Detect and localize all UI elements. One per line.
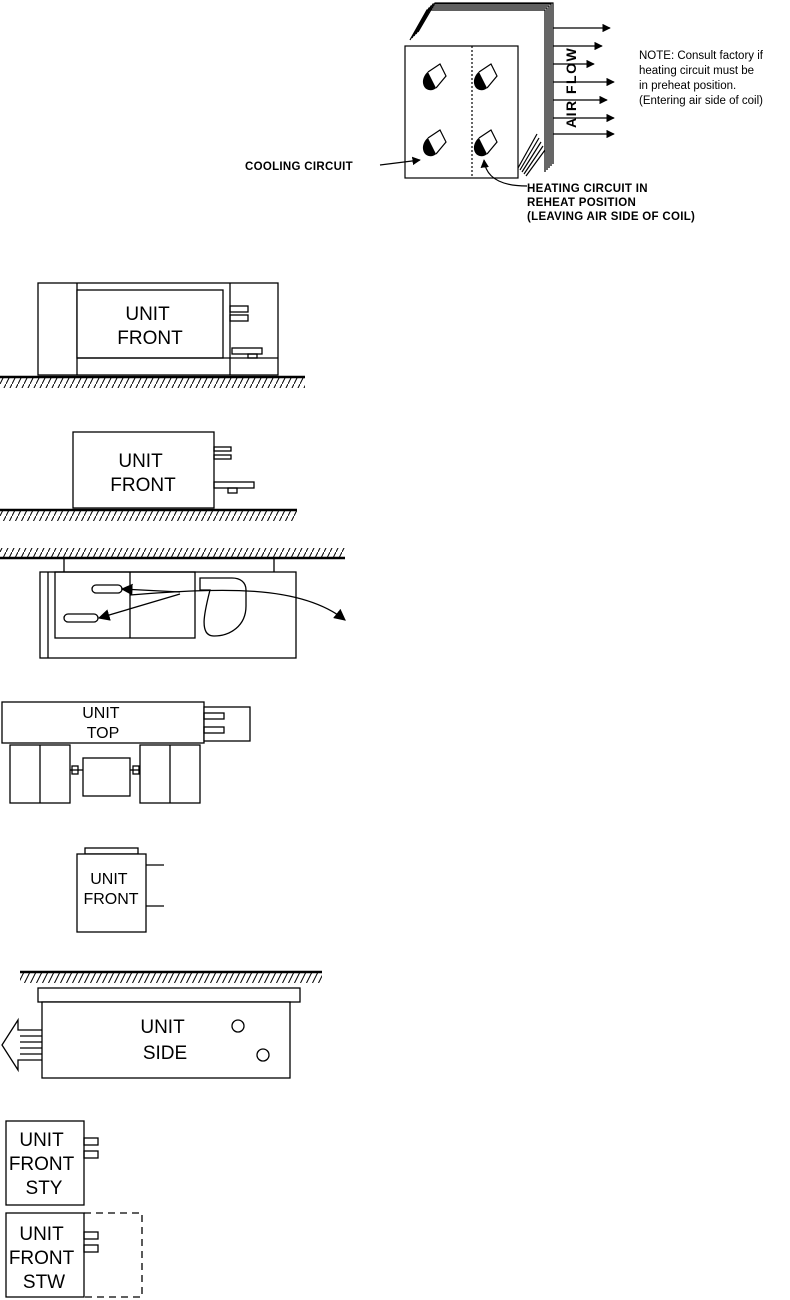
unit-5-vertical [77,848,164,932]
heating-circuit-label: HEATING CIRCUIT IN REHEAT POSITION (LEAV… [527,183,695,223]
floor-line [0,510,297,521]
coil-face [405,46,518,178]
floor-line [0,377,305,388]
coil-note: NOTE: Consult factory if heating circuit… [639,49,789,109]
ceiling-line [20,972,322,983]
unit-4-top-view [2,702,250,803]
discharge-air-arrow [2,1020,42,1070]
note-line: in preheat position. [639,79,789,94]
air-flow-label: AIR FLOW [563,47,579,128]
note-line: heating circuit must be [639,64,789,79]
note-line: NOTE: Consult factory if [639,49,789,64]
unit-3-ceiling-hung [40,558,345,658]
ceiling-line [0,548,345,558]
note-line: (Entering air side of coil) [639,94,789,109]
cooling-circuit-label: COOLING CIRCUIT [245,161,353,173]
